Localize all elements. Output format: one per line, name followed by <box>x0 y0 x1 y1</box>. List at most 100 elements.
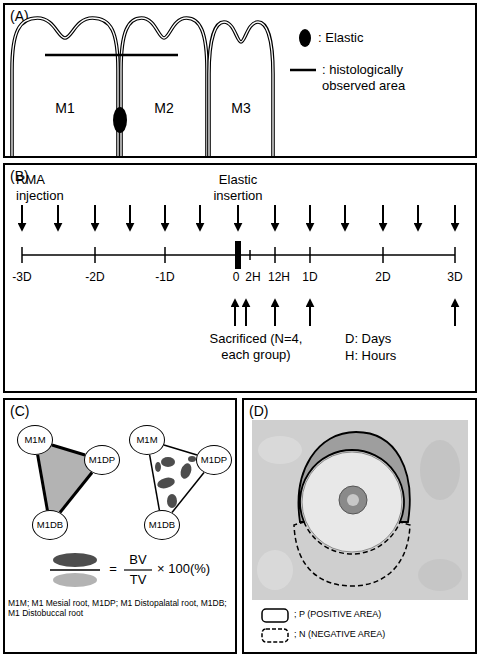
root-label: M1M <box>24 434 45 445</box>
root-circle: M1DB <box>32 510 68 540</box>
time-label: 12H <box>266 270 292 284</box>
tick-mark <box>454 247 456 263</box>
legend-text: ; N (NEGATIVE AREA) <box>294 629 385 640</box>
negative-sample <box>262 629 288 642</box>
down-arrow <box>274 205 276 229</box>
bone-blobs <box>155 456 196 508</box>
tooth-label: M3 <box>207 100 275 117</box>
insertion-label: Elastic insertion <box>206 172 270 203</box>
down-arrow <box>237 205 239 229</box>
root-circle: M1M <box>129 425 165 455</box>
tooth-shape: M3 <box>207 16 275 156</box>
time-label: -3D <box>7 270 37 284</box>
legend-text: ; P (POSITIVE AREA) <box>294 609 381 620</box>
tick-mark <box>21 247 23 263</box>
root-circle: M1DB <box>144 510 180 540</box>
abbreviation-note: M1M; M1 Mesial root, M1DP; M1 Distopalat… <box>8 598 234 618</box>
tooth-outer-line <box>209 22 273 156</box>
panel-frame: (A)M1M2M3 <box>3 3 477 158</box>
injection-arrows <box>22 205 455 229</box>
root-connector <box>38 455 48 510</box>
tick-mark <box>94 247 96 263</box>
root-connector <box>52 445 85 455</box>
positive-sample <box>262 609 288 622</box>
elastic-sample <box>299 29 311 47</box>
up-arrow <box>234 301 236 326</box>
unit-key: D: Days <box>345 331 435 347</box>
tick-mark <box>309 247 311 263</box>
legend-text: : Elastic <box>318 30 468 46</box>
fraction-line <box>50 569 100 571</box>
texture-patch <box>257 550 293 590</box>
tooth-inner-gap <box>121 18 207 156</box>
sacrifice-arrows <box>235 301 455 326</box>
tick-mark <box>164 247 166 263</box>
root-label: M1DB <box>37 519 63 530</box>
sacrifice-note: Sacrificed (N=4, each group) <box>195 331 317 362</box>
time-label: 3D <box>440 270 470 284</box>
negative-area-outline <box>294 522 410 586</box>
pulp-area <box>339 486 367 514</box>
down-arrow <box>454 205 456 229</box>
legend-text: : histologically observed area <box>322 62 430 93</box>
root-circle: M1DP <box>196 445 232 475</box>
down-arrow <box>57 205 59 229</box>
up-arrow <box>274 301 276 326</box>
down-arrow <box>344 205 346 229</box>
time-label: -2D <box>80 270 110 284</box>
down-arrow <box>164 205 166 229</box>
tooth-shape: M2 <box>119 12 209 156</box>
tooth-outer-line <box>12 18 118 156</box>
down-arrow <box>199 205 201 229</box>
tooth-shape: M1 <box>10 12 120 156</box>
bone-blob <box>155 462 161 472</box>
down-arrow <box>382 205 384 229</box>
tissue-volume-sample <box>53 573 97 587</box>
tooth-outline <box>207 16 275 156</box>
time-label: 1D <box>295 270 325 284</box>
bone-blob <box>161 457 175 467</box>
unit-key: H: Hours <box>345 348 435 364</box>
tooth-outline <box>119 12 209 156</box>
photo-texture <box>257 436 462 591</box>
line-sample <box>290 69 316 72</box>
root-label: M1M <box>136 434 157 445</box>
fraction-line <box>124 569 152 570</box>
root-circle: M1DP <box>84 445 120 475</box>
down-arrow <box>309 205 311 229</box>
bone-blob <box>167 494 177 508</box>
tick-mark <box>249 250 251 260</box>
formula-factor: × 100(%) <box>157 561 233 577</box>
down-arrow <box>129 205 131 229</box>
texture-patch <box>258 436 302 464</box>
root-connector <box>60 472 92 512</box>
tooth-label: M2 <box>119 100 209 117</box>
observed-area-line <box>45 54 178 57</box>
root-circle: M1M <box>17 425 53 455</box>
down-arrow <box>417 205 419 229</box>
up-arrow <box>309 301 311 326</box>
panel-letter: (C) <box>10 403 29 420</box>
elastic-band <box>113 107 127 133</box>
time-label: 2D <box>368 270 398 284</box>
insertion-bar <box>235 241 241 269</box>
texture-patch <box>420 440 460 500</box>
histology-photo <box>252 420 468 600</box>
tooth-inner-gap <box>12 18 118 156</box>
bone-blob <box>156 476 176 490</box>
injection-label: RMA injection <box>16 172 78 203</box>
dentin-disc <box>302 452 402 552</box>
root-connector <box>150 455 160 510</box>
tooth-label: M1 <box>10 100 120 117</box>
tooth-outer-line <box>121 18 207 156</box>
down-arrow <box>94 205 96 229</box>
time-label: 0 <box>230 270 242 284</box>
tick-mark <box>274 247 276 263</box>
tick-mark <box>382 247 384 263</box>
root-label: M1DP <box>201 454 227 465</box>
